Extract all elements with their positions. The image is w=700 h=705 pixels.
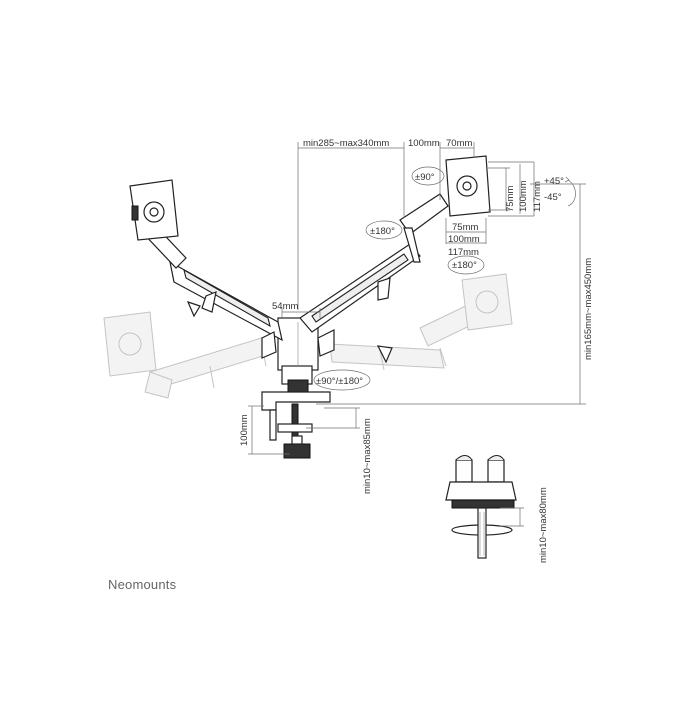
dimension-lines [248,142,586,527]
ghost-monitor-plate-left [103,311,157,377]
tilt-label: ±90° [415,172,435,183]
ghost-monitor-plate-right [461,273,513,331]
monitor-plate-left [129,179,179,241]
ghost-arm-left [144,335,277,399]
monitor-plate-right [445,155,491,217]
height-range-label: min165mm~max450mm [583,258,594,360]
ghost-arm-right [329,299,487,371]
vesa-v2-label: 100mm [518,180,529,212]
pole-width-label: 54mm [272,301,298,312]
arm-left [141,219,283,359]
arm-reach-label: min285~max340mm [303,138,389,149]
brand-logo-text: Neomounts [108,577,177,592]
plate-width-label: 70mm [446,138,472,149]
clamp-height-label: 100mm [239,414,250,446]
swivel-label: ±90°/±180° [316,376,363,387]
desk-clamp [261,391,331,459]
arm-right [299,193,449,364]
desk-thickness-grommet-label: min10~max80mm [538,487,549,563]
vesa-v3-label: 117mm [532,181,543,212]
vesa-h1-label: 75mm [452,222,478,233]
tilt-down-label: -45° [544,192,562,203]
rotate-left-label: ±180° [370,226,395,237]
grommet-inset [445,454,517,559]
vesa-offset-label: 100mm [408,138,440,149]
vesa-h3-label: 117mm [448,247,479,258]
rotate-plate-label: ±180° [452,260,477,271]
desk-thickness-clamp-label: min10~max85mm [362,418,373,494]
vesa-h2-label: 100mm [448,234,480,245]
tilt-up-label: +45° [544,176,564,187]
vesa-v1-label: 75mm [505,186,516,212]
